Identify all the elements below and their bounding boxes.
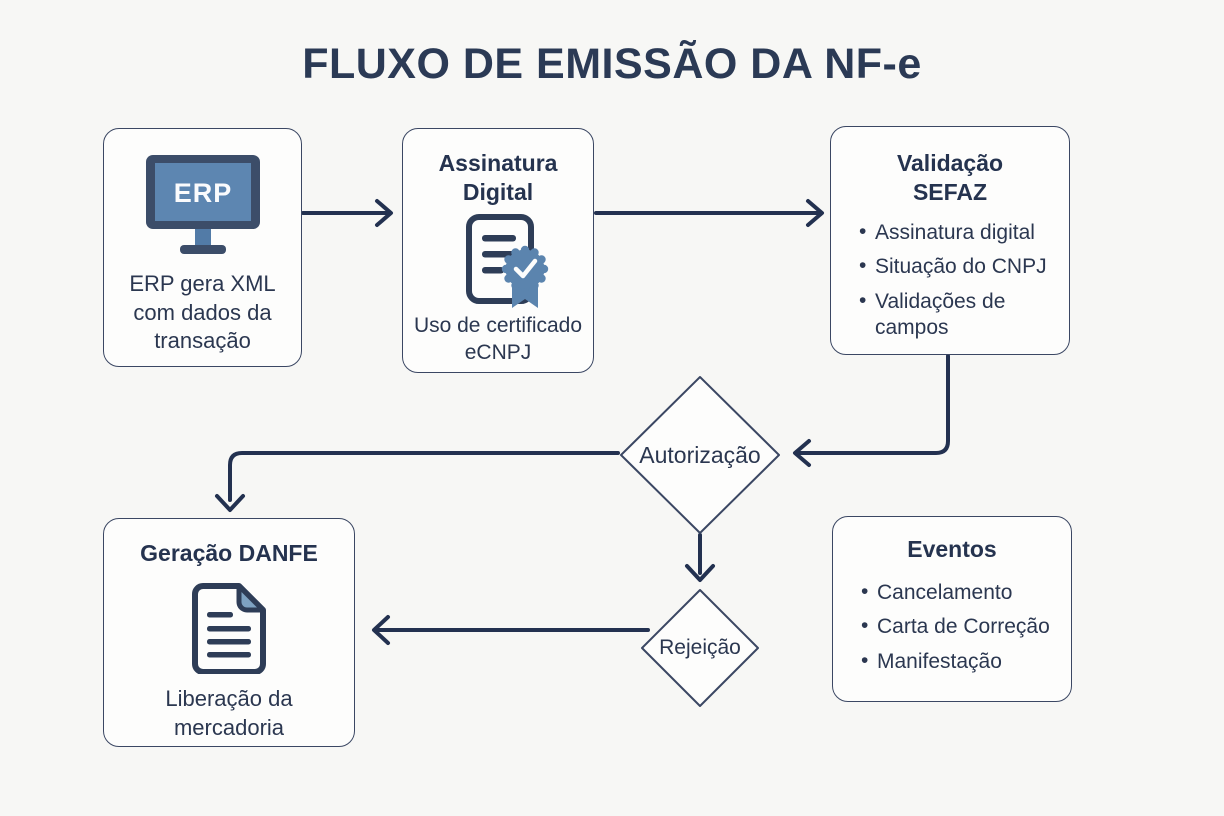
list-item: Cancelamento xyxy=(861,579,1065,606)
node-sefaz-title: Validação SEFAZ xyxy=(896,150,1004,205)
node-eventos-title: Eventos xyxy=(907,536,997,562)
node-erp-description: ERP gera XML com dados da transação xyxy=(129,271,276,354)
diagram-title: FLUXO DE EMISSÃO DA NF-e xyxy=(302,40,922,88)
arrowhead-down-icon xyxy=(685,564,715,582)
node-assinatura-digital: Assinatura Digital Uso de certificado eC… xyxy=(402,128,594,373)
list-item: Carta de Correção xyxy=(861,613,1065,640)
list-item: Situação do CNPJ xyxy=(859,253,1063,280)
arrow-autorizacao-to-danfe xyxy=(228,451,620,502)
text-line xyxy=(207,651,251,658)
eventos-list: Cancelamento Carta de Correção Manifesta… xyxy=(833,579,1071,683)
folded-corner xyxy=(236,583,266,613)
node-assinatura-title: Assinatura Digital xyxy=(438,150,558,205)
certificate-document-icon xyxy=(466,213,549,308)
monitor-stand xyxy=(194,229,211,245)
arrowhead-down-icon xyxy=(215,494,245,512)
arrow-sefaz-to-autorizacao xyxy=(798,354,950,455)
node-danfe-title: Geração DANFE xyxy=(140,540,318,566)
danfe-document-icon xyxy=(192,582,266,674)
sefaz-check-list: Assinatura digital Situação do CNPJ Vali… xyxy=(831,219,1069,350)
text-line xyxy=(482,234,516,242)
arrowhead-left-icon xyxy=(793,439,811,467)
node-validacao-sefaz: Validação SEFAZ Assinatura digital Situa… xyxy=(830,126,1070,355)
text-line xyxy=(207,611,233,618)
arrowhead-right-icon xyxy=(375,199,393,227)
text-line xyxy=(482,266,504,274)
monitor-base xyxy=(179,245,226,254)
list-item: Manifestação xyxy=(861,648,1065,675)
arrowhead-right-icon xyxy=(806,199,824,227)
node-assinatura-description: Uso de certificado eCNPJ xyxy=(413,313,583,365)
list-item: Validações de campos xyxy=(859,288,1063,342)
text-line xyxy=(207,625,251,632)
node-danfe-description: Liberação da mercadoria xyxy=(165,685,293,740)
erp-monitor-icon: ERP xyxy=(145,155,260,254)
erp-screen-label: ERP xyxy=(173,178,232,208)
node-rejeicao-label: Rejeição xyxy=(659,636,741,659)
node-eventos: Eventos Cancelamento Carta de Correção M… xyxy=(832,516,1072,702)
list-item: Assinatura digital xyxy=(859,219,1063,246)
monitor-screen xyxy=(154,163,251,221)
arrowhead-left-icon xyxy=(372,615,390,645)
text-line xyxy=(207,638,251,645)
node-geracao-danfe: Geração DANFE Liberação da mercadoria xyxy=(103,518,355,747)
check-icon xyxy=(513,258,538,279)
node-erp: ERP ERP gera XML com dados da transação xyxy=(103,128,302,367)
node-autorizacao-label: Autorização xyxy=(639,441,761,468)
